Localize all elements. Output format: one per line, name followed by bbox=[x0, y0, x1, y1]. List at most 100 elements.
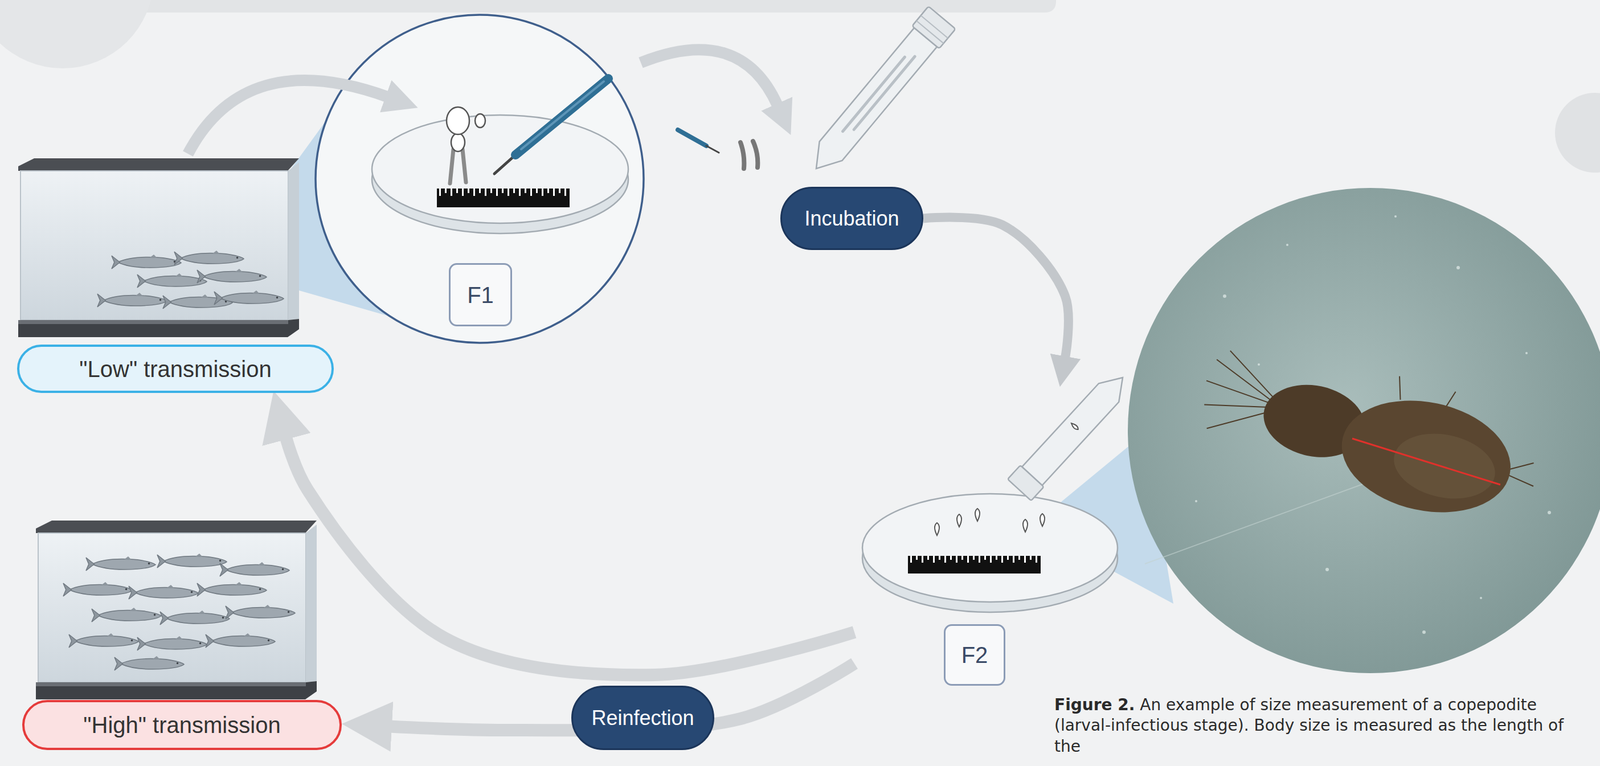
low-tank bbox=[174, 250, 244, 265]
adult-louse bbox=[449, 149, 454, 184]
incubation-tube bbox=[921, 15, 949, 39]
incubation-tube bbox=[911, 6, 956, 49]
generation-panel: F2 bbox=[854, 387, 1140, 690]
micrograph bbox=[1394, 215, 1397, 218]
micrograph bbox=[1204, 380, 1275, 404]
high-tank bbox=[160, 610, 230, 625]
background bbox=[1555, 92, 1600, 173]
high-tank bbox=[91, 607, 162, 623]
figure-caption: Figure 2. An example of size measurement… bbox=[1054, 694, 1567, 757]
adult-louse bbox=[451, 133, 465, 152]
high-tank bbox=[68, 633, 139, 648]
f2-dish bbox=[907, 555, 1041, 574]
f2-dish bbox=[1040, 513, 1045, 527]
tweezers bbox=[494, 78, 609, 174]
micrograph bbox=[1206, 398, 1273, 441]
zoom-circle bbox=[315, 14, 644, 343]
incubation-tube bbox=[916, 20, 944, 44]
high-tank bbox=[114, 656, 184, 671]
node-label: F2 bbox=[943, 624, 1006, 686]
caption-lead: Figure 2. bbox=[1054, 695, 1135, 715]
micrograph bbox=[1456, 266, 1460, 270]
micrograph bbox=[1422, 630, 1426, 634]
micrograph bbox=[1506, 475, 1535, 487]
tweezers bbox=[515, 78, 609, 155]
high-tank bbox=[137, 636, 207, 651]
high-tank bbox=[35, 520, 317, 700]
high-tank bbox=[219, 562, 290, 577]
egg-strings bbox=[740, 142, 744, 169]
zoom-circle bbox=[315, 14, 644, 343]
adult-louse bbox=[446, 107, 486, 184]
f2-dish bbox=[1022, 519, 1028, 533]
transfer-arrow bbox=[187, 80, 388, 154]
f2-dish bbox=[934, 508, 1045, 536]
high-tank bbox=[128, 584, 199, 600]
high-tank bbox=[35, 520, 317, 700]
high-tank bbox=[157, 553, 227, 568]
incubation-tube bbox=[804, 27, 937, 179]
egg-strings bbox=[677, 129, 707, 146]
micrograph bbox=[1525, 352, 1528, 355]
tweezers bbox=[521, 81, 604, 150]
f2-dish bbox=[934, 522, 940, 536]
micrograph bbox=[1387, 424, 1501, 508]
flow-arrow bbox=[285, 436, 855, 675]
egg-strings bbox=[706, 145, 719, 153]
micrograph bbox=[1352, 438, 1501, 485]
low-tank bbox=[214, 290, 284, 305]
incubation-tube bbox=[843, 56, 906, 132]
adult-louse bbox=[446, 107, 470, 135]
background bbox=[0, 0, 154, 69]
step-pill: Incubation bbox=[780, 186, 924, 251]
egg-strings bbox=[677, 129, 758, 169]
low-tank bbox=[137, 273, 207, 288]
transmission-pill: "High" transmission bbox=[22, 700, 342, 751]
micrograph bbox=[1325, 567, 1329, 572]
f2-dish bbox=[862, 493, 1118, 613]
zoom-circle bbox=[436, 188, 570, 208]
adult-louse bbox=[475, 113, 486, 128]
micrograph bbox=[1331, 385, 1521, 527]
low-tank bbox=[18, 158, 300, 338]
node-label: Incubation bbox=[804, 206, 899, 231]
egg-strings bbox=[753, 141, 758, 168]
zoom-circle bbox=[371, 115, 629, 224]
incubation-tube bbox=[853, 56, 915, 130]
high-tank bbox=[86, 556, 156, 571]
node-label: F1 bbox=[467, 281, 494, 309]
flow-arrow bbox=[923, 217, 1069, 359]
micrograph bbox=[1286, 243, 1289, 247]
high-tank bbox=[63, 582, 133, 597]
micrograph bbox=[1547, 510, 1552, 515]
low-tank bbox=[162, 294, 233, 309]
micrograph bbox=[1127, 187, 1600, 674]
micrograph bbox=[1257, 363, 1260, 366]
micrograph bbox=[1222, 350, 1284, 400]
generation-box: F1 bbox=[448, 263, 513, 327]
background bbox=[0, 0, 1057, 13]
low-tank bbox=[111, 254, 182, 269]
node-label: "Low" transmission bbox=[79, 355, 272, 383]
f2-dish bbox=[907, 555, 1041, 574]
micrograph bbox=[1479, 596, 1483, 600]
micrograph bbox=[1394, 376, 1406, 400]
step-pill: Reinfection bbox=[571, 685, 715, 751]
f2-tube bbox=[1070, 422, 1080, 431]
micrograph bbox=[1144, 478, 1379, 564]
micrograph bbox=[1222, 294, 1227, 298]
incubation-tube bbox=[802, 6, 956, 180]
node-label: Reinfection bbox=[591, 706, 694, 730]
transmission-pill: "Low" transmission bbox=[17, 344, 334, 394]
adult-louse bbox=[462, 149, 466, 183]
high-tank bbox=[205, 633, 276, 648]
f2-dish bbox=[862, 493, 1118, 603]
f2-tube bbox=[1007, 465, 1045, 501]
high-tank bbox=[225, 604, 296, 620]
f2-dish bbox=[975, 508, 980, 522]
low-tank bbox=[18, 158, 300, 338]
transfer-arrow bbox=[187, 49, 778, 154]
f2-tube bbox=[1007, 366, 1135, 501]
zoom-circle bbox=[436, 188, 570, 208]
